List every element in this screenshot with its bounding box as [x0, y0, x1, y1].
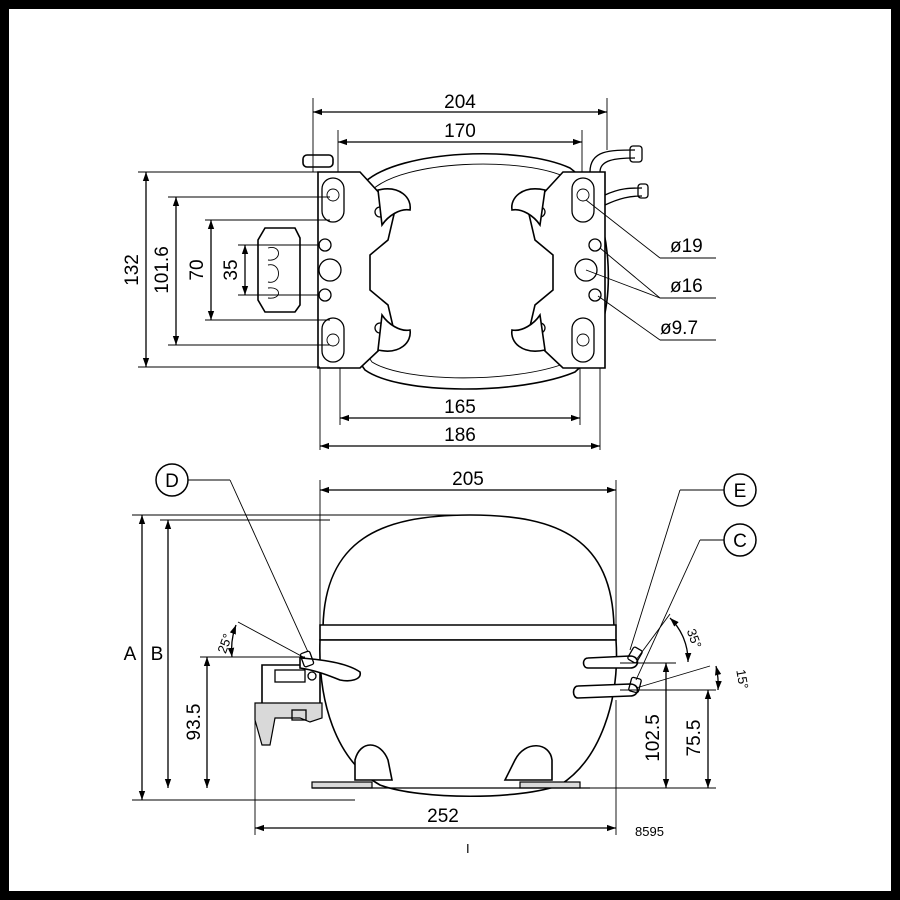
- tube-e: [582, 655, 639, 669]
- dim-b: B: [151, 644, 164, 665]
- dim-132: 132: [122, 254, 143, 286]
- footer-mark: I: [466, 841, 470, 856]
- dim-252: 252: [427, 806, 459, 827]
- dim-205: 205: [452, 469, 484, 490]
- dim-186: 186: [444, 425, 476, 446]
- dim-70: 70: [187, 259, 208, 280]
- top-view: 204 170 165 186 132 101.6 70 35: [122, 92, 716, 450]
- terminal-box-top-view: [257, 227, 301, 313]
- dim-a: A: [124, 644, 137, 665]
- discharge-tubes: [589, 149, 636, 173]
- callout-d: [155, 463, 189, 497]
- angle-25: 25°: [214, 632, 235, 656]
- dim-165: 165: [444, 397, 476, 418]
- dim-170: 170: [444, 121, 476, 142]
- side-view: 205 252 A B 93.5 102.5 75.5 25° 35°: [124, 463, 757, 835]
- dim-102-5: 102.5: [643, 714, 664, 762]
- hole-dia-19: ø19: [670, 236, 703, 257]
- side-view-belt: [319, 624, 617, 641]
- hole-dia-9-7: ø9.7: [660, 318, 698, 339]
- dim-35: 35: [221, 259, 242, 280]
- callout-e: [723, 473, 757, 507]
- dim-75-5: 75.5: [684, 720, 705, 757]
- angle-35: 35°: [684, 627, 705, 651]
- dim-204: 204: [444, 92, 476, 113]
- callout-c-label: C: [733, 531, 747, 552]
- tube-c: [572, 683, 639, 699]
- angle-15: 15°: [733, 668, 751, 690]
- drawing-sheet: 204 170 165 186 132 101.6 70 35: [9, 9, 891, 891]
- dim-93-5: 93.5: [184, 704, 205, 741]
- hole-dia-16: ø16: [670, 276, 703, 297]
- dim-101-6: 101.6: [152, 246, 173, 294]
- tube-d: [299, 657, 361, 682]
- drawing-number: 8595: [635, 824, 664, 839]
- technical-drawing: 204 170 165 186 132 101.6 70 35: [122, 92, 757, 856]
- callout-c: [723, 523, 757, 557]
- side-view-dome: [322, 514, 615, 628]
- callout-d-label: D: [165, 471, 179, 492]
- callout-e-label: E: [734, 481, 747, 502]
